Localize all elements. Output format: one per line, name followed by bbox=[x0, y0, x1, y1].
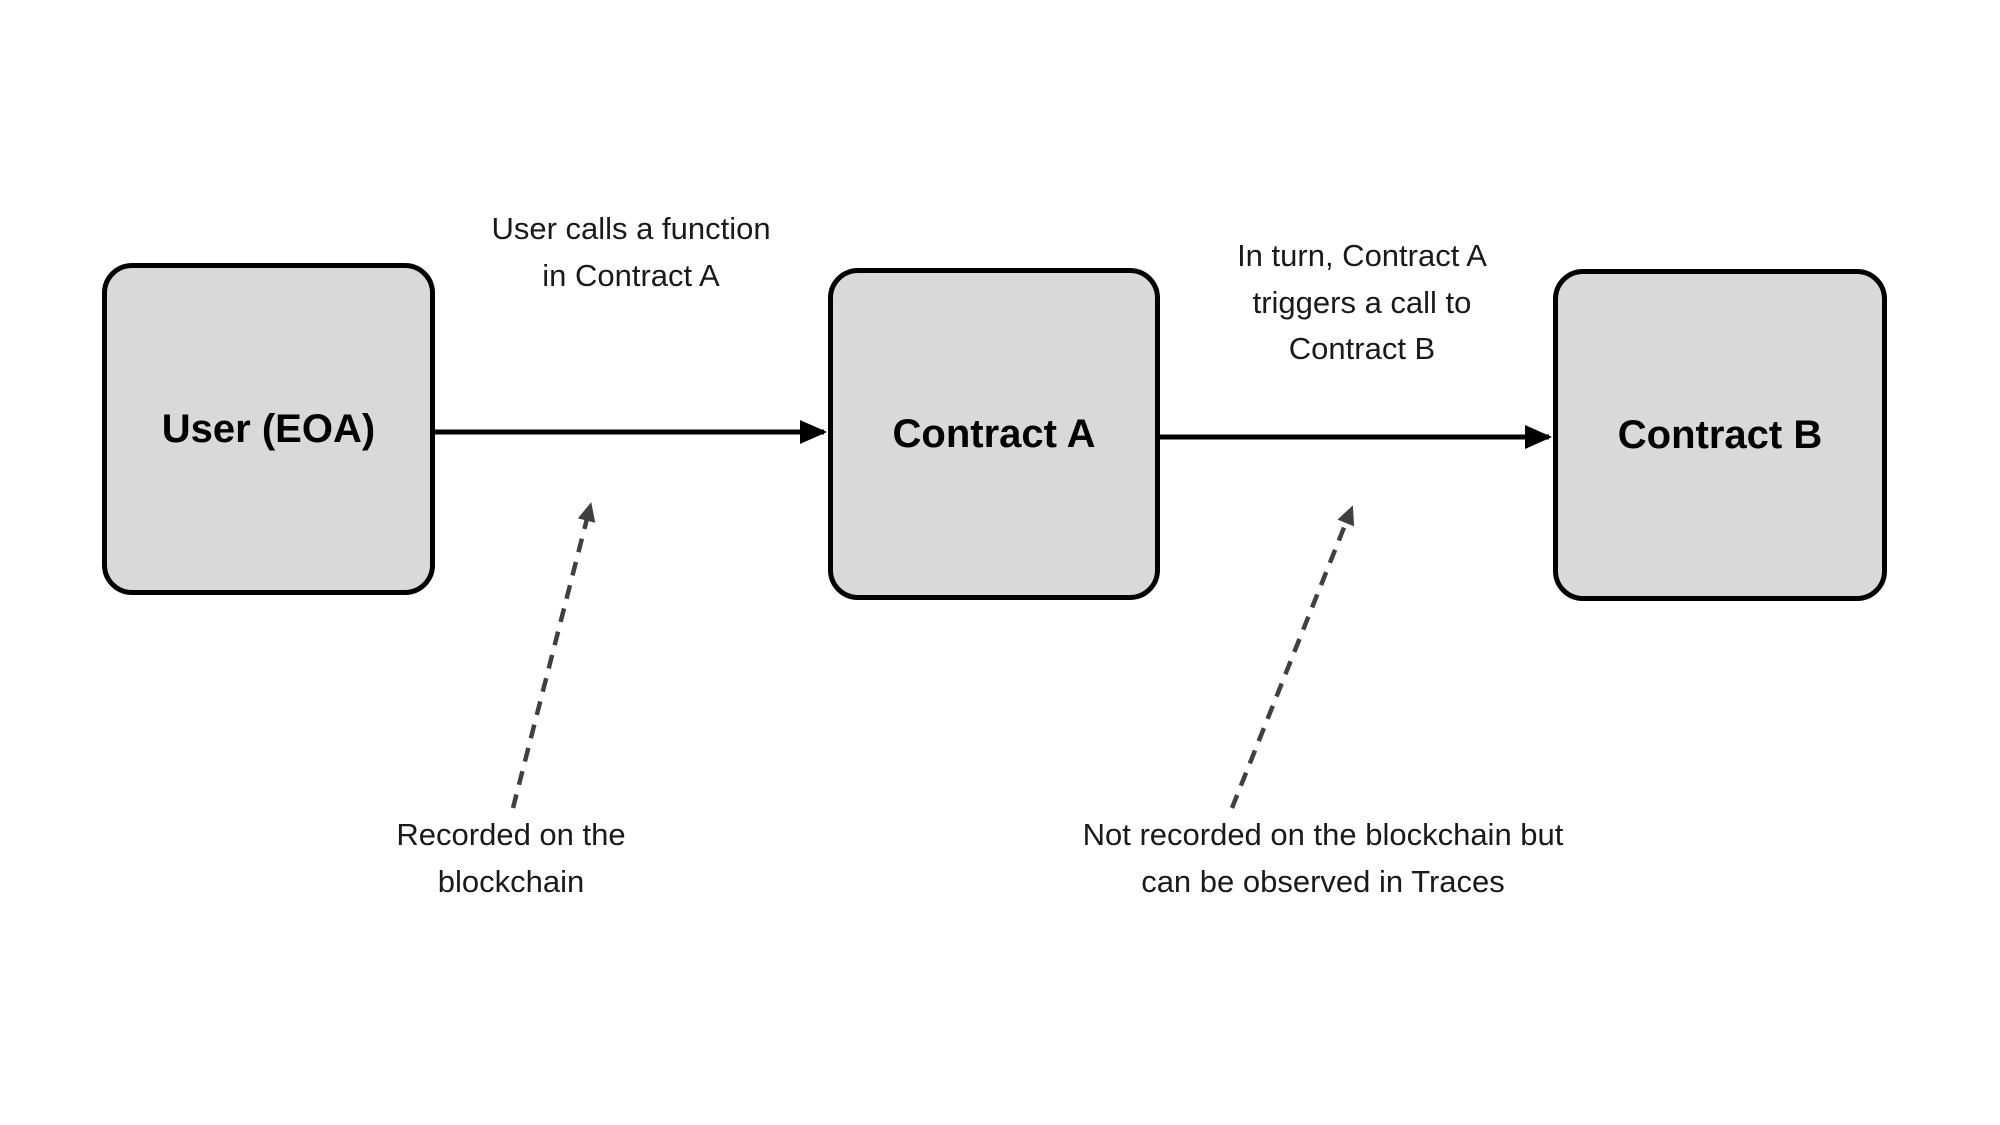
dashed-arrow-recorded bbox=[510, 502, 596, 809]
node-contract-a: Contract A bbox=[828, 268, 1160, 600]
node-user-eoa: User (EOA) bbox=[102, 263, 435, 595]
note-recorded-on-blockchain: Recorded on the blockchain bbox=[396, 812, 625, 905]
note-observed-in-traces: Not recorded on the blockchain but can b… bbox=[1083, 812, 1564, 905]
edge-label-user-calls: User calls a function in Contract A bbox=[491, 206, 770, 299]
edge-label-triggers-call: In turn, Contract A triggers a call to C… bbox=[1237, 233, 1487, 373]
edge-label-triggers-call-line-2: triggers a call to bbox=[1252, 284, 1472, 320]
node-contract-b: Contract B bbox=[1553, 269, 1887, 601]
node-user-eoa-label: User (EOA) bbox=[161, 406, 376, 451]
edge-label-user-calls-line-2: in Contract A bbox=[542, 257, 720, 293]
note-recorded-line-2: blockchain bbox=[437, 863, 585, 899]
node-contract-b-label: Contract B bbox=[1617, 412, 1823, 457]
edge-label-triggers-call-line-3: Contract B bbox=[1288, 331, 1436, 366]
edge-label-triggers-call-line-1: In turn, Contract A bbox=[1237, 238, 1487, 273]
note-recorded-line-1: Recorded on the bbox=[396, 817, 626, 852]
note-traces-line-2: can be observed in Traces bbox=[1141, 863, 1505, 899]
edge-label-user-calls-line-1: User calls a function bbox=[491, 211, 771, 246]
dashed-arrow-traces bbox=[1229, 505, 1355, 809]
node-contract-a-label: Contract A bbox=[892, 411, 1096, 456]
note-traces-line-1: Not recorded on the blockchain but bbox=[1082, 817, 1564, 852]
